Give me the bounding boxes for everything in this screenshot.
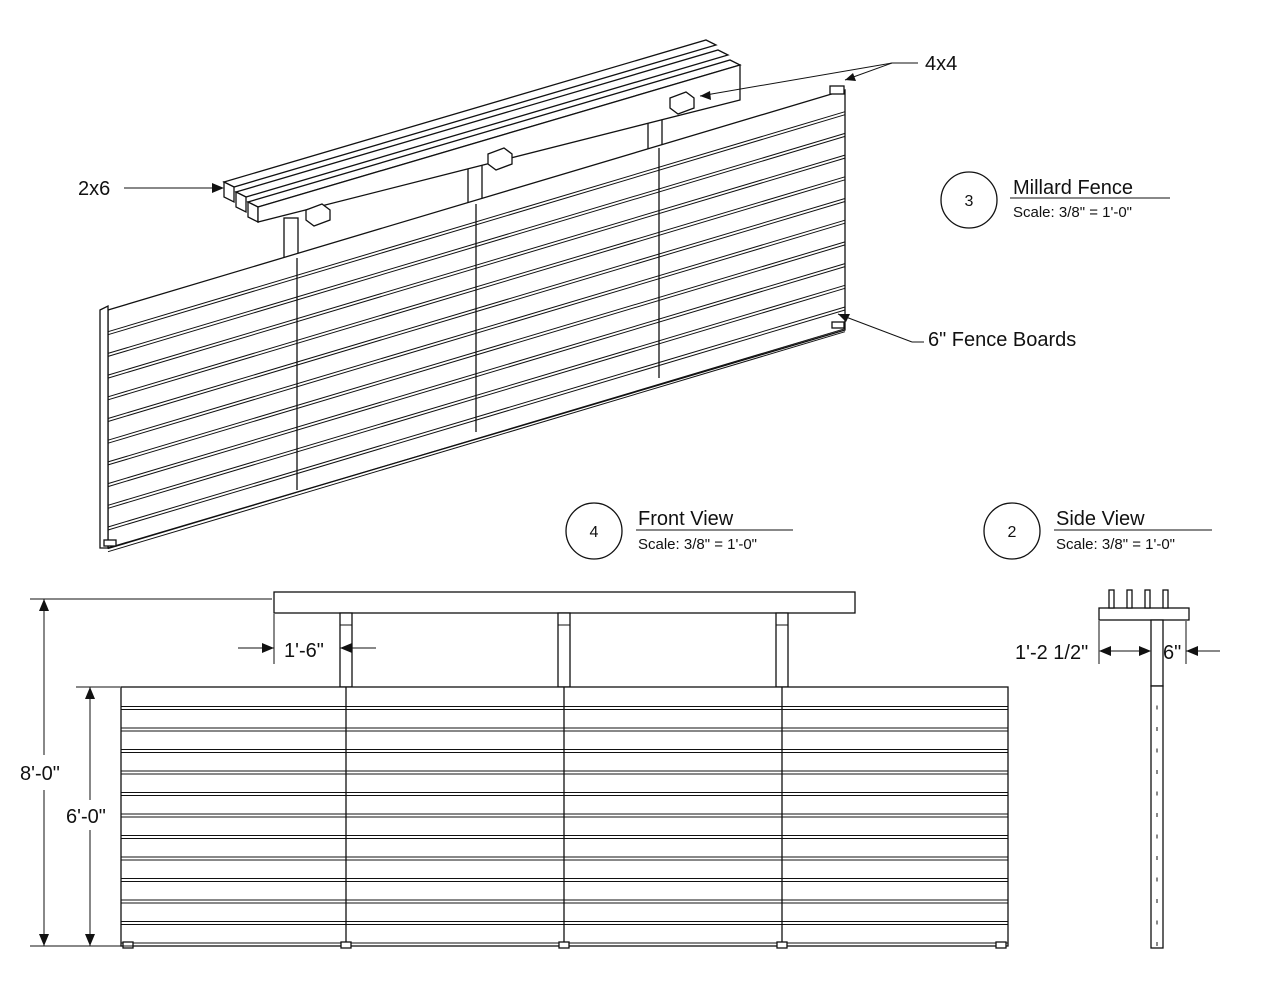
front-view: 1'-6" 8'-0" 6'-0"	[20, 591, 1009, 949]
side-view: 1'-2 1/2" 6"	[1015, 589, 1220, 949]
iso-fence-panel	[99, 85, 846, 553]
side-post	[1150, 619, 1164, 687]
beam-offset-dimension: 1'-2 1/2"	[1015, 642, 1088, 664]
detail-number: 4	[590, 524, 599, 541]
detail-scale: Scale: 3/8" = 1'-0"	[1013, 204, 1132, 221]
front-beam	[273, 591, 856, 614]
dim-fence-height: 6'-0"	[66, 686, 120, 946]
iso-callout-post: 4x4	[699, 53, 957, 100]
total-height-dimension: 8'-0"	[20, 763, 60, 785]
detail-title: Side View	[1056, 508, 1145, 530]
beam-size-label: 2x6	[78, 178, 110, 200]
iso-board-edge	[107, 328, 846, 550]
dim-total-height: 8'-0"	[20, 598, 272, 947]
detail-scale: Scale: 3/8" = 1'-0"	[638, 536, 757, 553]
post-width-dimension: 6"	[1163, 642, 1181, 664]
detail-number: 3	[965, 193, 974, 210]
isometric-view: 4x4 2x6 6" Fence Boards	[78, 39, 1076, 553]
detail-title: Front View	[638, 508, 734, 530]
fence-height-dimension: 6'-0"	[66, 806, 106, 828]
iso-callout-boards: 6" Fence Boards	[837, 313, 1076, 351]
detail-number: 2	[1008, 524, 1017, 541]
iso-beam	[222, 39, 742, 224]
front-posts	[339, 612, 789, 688]
detail-tag-front-view: 4 Front View Scale: 3/8" = 1'-0"	[565, 502, 793, 560]
dim-side: 1'-2 1/2" 6"	[1015, 621, 1220, 664]
side-beam	[1098, 607, 1190, 621]
detail-title: Millard Fence	[1013, 177, 1133, 199]
iso-board-edge	[107, 331, 846, 553]
fence-boards-label: 6" Fence Boards	[928, 329, 1076, 351]
front-fence-panel	[120, 686, 1009, 949]
iso-blocks	[305, 91, 695, 227]
dim-overhang: 1'-6"	[238, 614, 376, 664]
detail-tag-millard-fence: 3 Millard Fence Scale: 3/8" = 1'-0"	[940, 171, 1170, 229]
detail-scale: Scale: 3/8" = 1'-0"	[1056, 536, 1175, 553]
detail-tag-side-view: 2 Side View Scale: 3/8" = 1'-0"	[983, 502, 1212, 560]
iso-callout-beam: 2x6	[78, 178, 224, 200]
overhang-dimension: 1'-6"	[284, 640, 324, 662]
post-size-label: 4x4	[925, 53, 957, 75]
